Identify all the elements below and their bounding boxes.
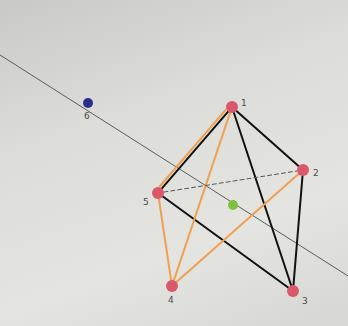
point-marker: 2 — [297, 164, 309, 176]
point-marker: 4 — [166, 280, 178, 292]
point-label: 2 — [313, 168, 319, 178]
point-label: 4 — [168, 295, 174, 305]
point-marker: 1 — [226, 101, 238, 113]
construction-line — [0, 55, 348, 276]
line-segment — [163, 197, 288, 288]
line-segment — [174, 113, 230, 281]
point-label: 6 — [84, 111, 90, 121]
line-segment — [160, 110, 226, 187]
line-segment — [236, 111, 298, 166]
line-segment — [293, 176, 302, 285]
point-label: 1 — [241, 98, 247, 108]
line-segment — [234, 113, 291, 286]
line-segment — [159, 199, 171, 280]
point-marker: 5 — [152, 187, 164, 199]
point-label: 5 — [143, 197, 149, 207]
point-label: 3 — [302, 296, 308, 306]
line-segment — [176, 174, 298, 282]
line-segment — [164, 171, 297, 192]
point-marker: 3 — [287, 285, 299, 297]
point-marker: 6 — [83, 98, 93, 108]
center-point — [228, 200, 238, 210]
